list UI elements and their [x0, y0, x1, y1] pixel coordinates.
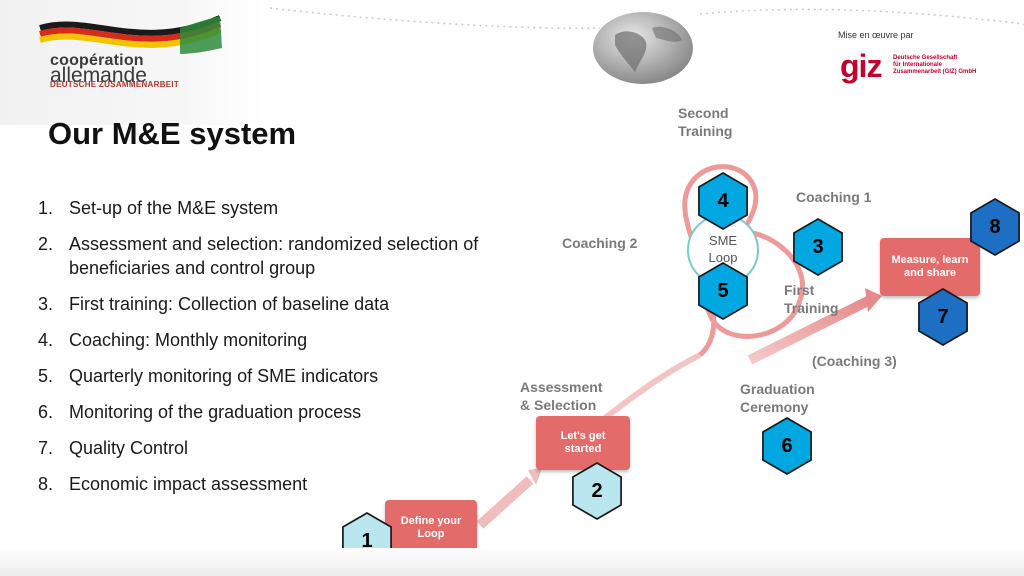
label-second-training: Second Training — [678, 105, 733, 139]
implemented-by-label: Mise en œuvre par — [838, 30, 914, 40]
step-marker-5: 5 — [698, 262, 748, 320]
list-item: 3.First training: Collection of baseline… — [38, 294, 390, 314]
label-coaching-2: Coaching 2 — [562, 235, 638, 251]
logo-text-deutsche: DEUTSCHE ZUSAMMENARBEIT — [50, 80, 180, 89]
step-marker-2: 2 — [572, 462, 622, 520]
globe-icon — [593, 12, 693, 84]
logo-text-cooperation: coopération — [50, 52, 144, 69]
arrow-define-to-start — [476, 476, 534, 529]
step-marker-3: 3 — [793, 218, 843, 276]
list-item: 4.Coaching: Monthly monitoring — [38, 330, 308, 350]
list-item: 7.Quality Control — [38, 438, 189, 458]
loop-diagram — [476, 164, 882, 529]
steps-list: 1.Set-up of the M&E system 2.Assessment … — [38, 196, 499, 508]
label-first-training: First Training — [784, 282, 839, 316]
label-coaching-1: Coaching 1 — [796, 189, 872, 205]
label-sme-loop: SME Loop — [708, 233, 738, 265]
list-item: 8.Economic impact assessment — [38, 474, 308, 494]
list-item: 5.Quarterly monitoring of SME indicators — [38, 366, 379, 386]
measure-learn-share-box: Measure, learn and share — [880, 238, 980, 296]
list-item: 1.Set-up of the M&E system — [38, 198, 279, 218]
list-item: 2.Assessment and selection: randomized s… — [38, 234, 479, 278]
footer-band — [0, 548, 1024, 576]
step-marker-7: 7 — [918, 288, 968, 346]
logo-text-allemande: allemande — [50, 64, 147, 87]
giz-logo: giz — [840, 48, 882, 84]
step-marker-6: 6 — [762, 417, 812, 475]
list-item: 6.Monitoring of the graduation process — [38, 402, 362, 422]
arrow-to-measure — [747, 295, 873, 365]
page-title: Our M&E system — [48, 116, 297, 151]
label-coaching-3: (Coaching 3) — [812, 353, 897, 369]
lets-get-started-box: Let's get started — [536, 416, 630, 470]
giz-full-name: Deutsche Gesellschaft für Internationale… — [893, 55, 977, 75]
flag-swoosh-icon — [39, 15, 222, 54]
step-marker-4: 4 — [698, 172, 748, 230]
define-loop-box: Define your Loop — [385, 500, 477, 555]
label-assessment-selection: Assessment & Selection — [520, 379, 603, 413]
label-graduation-ceremony: Graduation Ceremony — [740, 381, 815, 415]
dotted-arc-decoration — [270, 7, 1024, 30]
step-marker-8: 8 — [970, 198, 1020, 256]
